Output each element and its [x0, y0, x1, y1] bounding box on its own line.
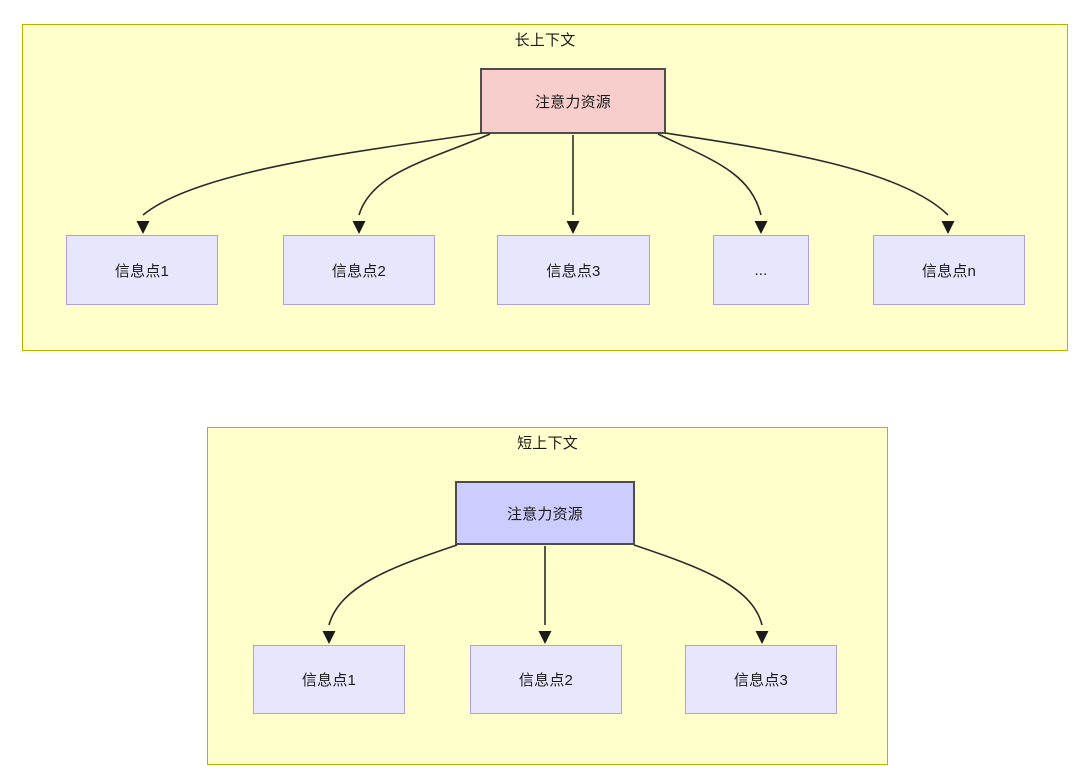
node-label: 注意力资源 — [506, 505, 583, 523]
node-label: ... — [754, 261, 768, 279]
node-long-context-info-point-2[interactable]: 信息点2 — [283, 235, 435, 305]
node-label: 信息点n — [921, 262, 977, 280]
node-long-context-info-point-1[interactable]: 信息点1 — [66, 235, 218, 305]
node-label: 注意力资源 — [534, 93, 611, 111]
node-short-context-info-point-3[interactable]: 信息点3 — [685, 645, 837, 714]
group-short-context-title: 短上下文 — [517, 435, 578, 452]
node-long-context-attention-resource[interactable]: 注意力资源 — [480, 68, 666, 134]
node-long-context-info-point-3[interactable]: 信息点3 — [497, 235, 650, 305]
node-label: 信息点2 — [331, 262, 387, 280]
node-short-context-info-point-2[interactable]: 信息点2 — [470, 645, 622, 714]
node-label: 信息点3 — [733, 672, 789, 689]
node-label: 信息点1 — [114, 262, 170, 280]
node-long-context-info-point-n[interactable]: 信息点n — [873, 235, 1025, 305]
node-label: 信息点3 — [546, 262, 601, 280]
node-label: 信息点1 — [301, 672, 357, 689]
node-short-context-info-point-1[interactable]: 信息点1 — [253, 645, 405, 714]
node-label: 信息点2 — [518, 672, 574, 689]
node-long-context-info-point-ellipsis[interactable]: ... — [713, 235, 809, 305]
group-short-context[interactable]: 短上下文 — [207, 427, 888, 765]
node-short-context-attention-resource[interactable]: 注意力资源 — [455, 481, 635, 545]
group-long-context-title: 长上下文 — [514, 32, 576, 49]
